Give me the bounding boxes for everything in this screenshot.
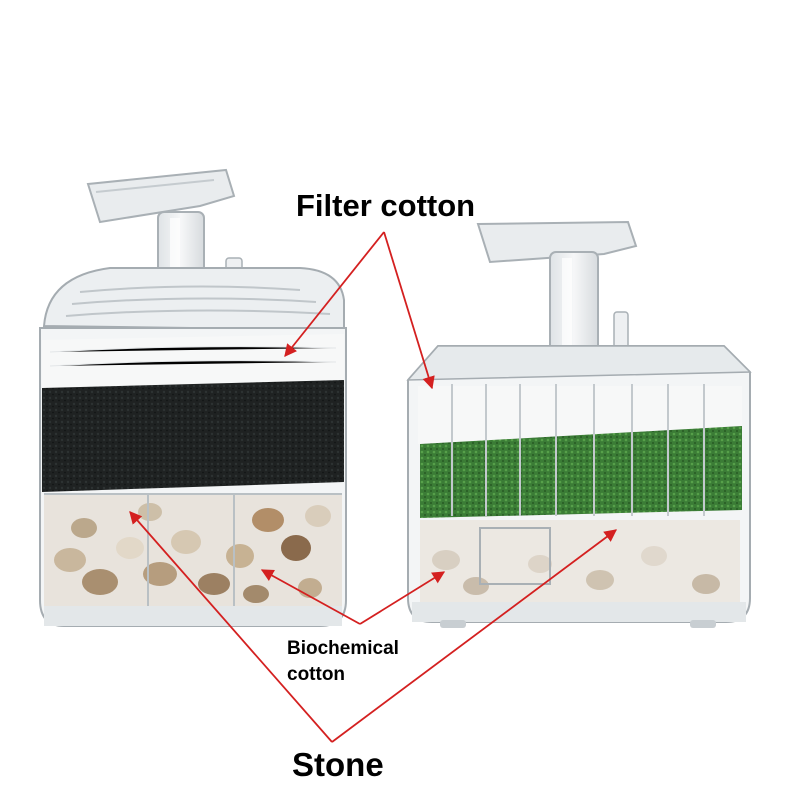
left-lid-vents [65,285,331,317]
annotation-arrows [129,231,618,743]
arrow-biochemical-left [260,569,361,625]
biochemical-cotton-label-line1: Biochemical [287,638,399,659]
biochemical-cotton-label: Biochemical cotton [287,636,399,688]
right-base [412,602,746,622]
right-filter-unit [406,220,752,628]
arrow-filter-cotton-left [284,231,385,357]
right-stones [432,546,720,595]
right-ribs [451,384,705,516]
right-outlet-nozzle [476,220,638,353]
left-stones [54,503,331,603]
arrow-filter-cotton-right [383,231,435,390]
biochemical-cotton-label-line2: cotton [287,664,346,685]
left-filter-unit [39,168,347,627]
left-base [44,606,342,626]
arrow-stone-right [331,529,618,743]
right-green-sponge [420,426,742,518]
arrow-stone-left [129,511,333,743]
filter-cotton-label: Filter cotton [296,188,476,223]
stone-label: Stone [292,746,384,783]
arrow-biochemical-right [359,571,446,625]
right-door [479,527,551,585]
left-black-sponge [42,380,344,492]
